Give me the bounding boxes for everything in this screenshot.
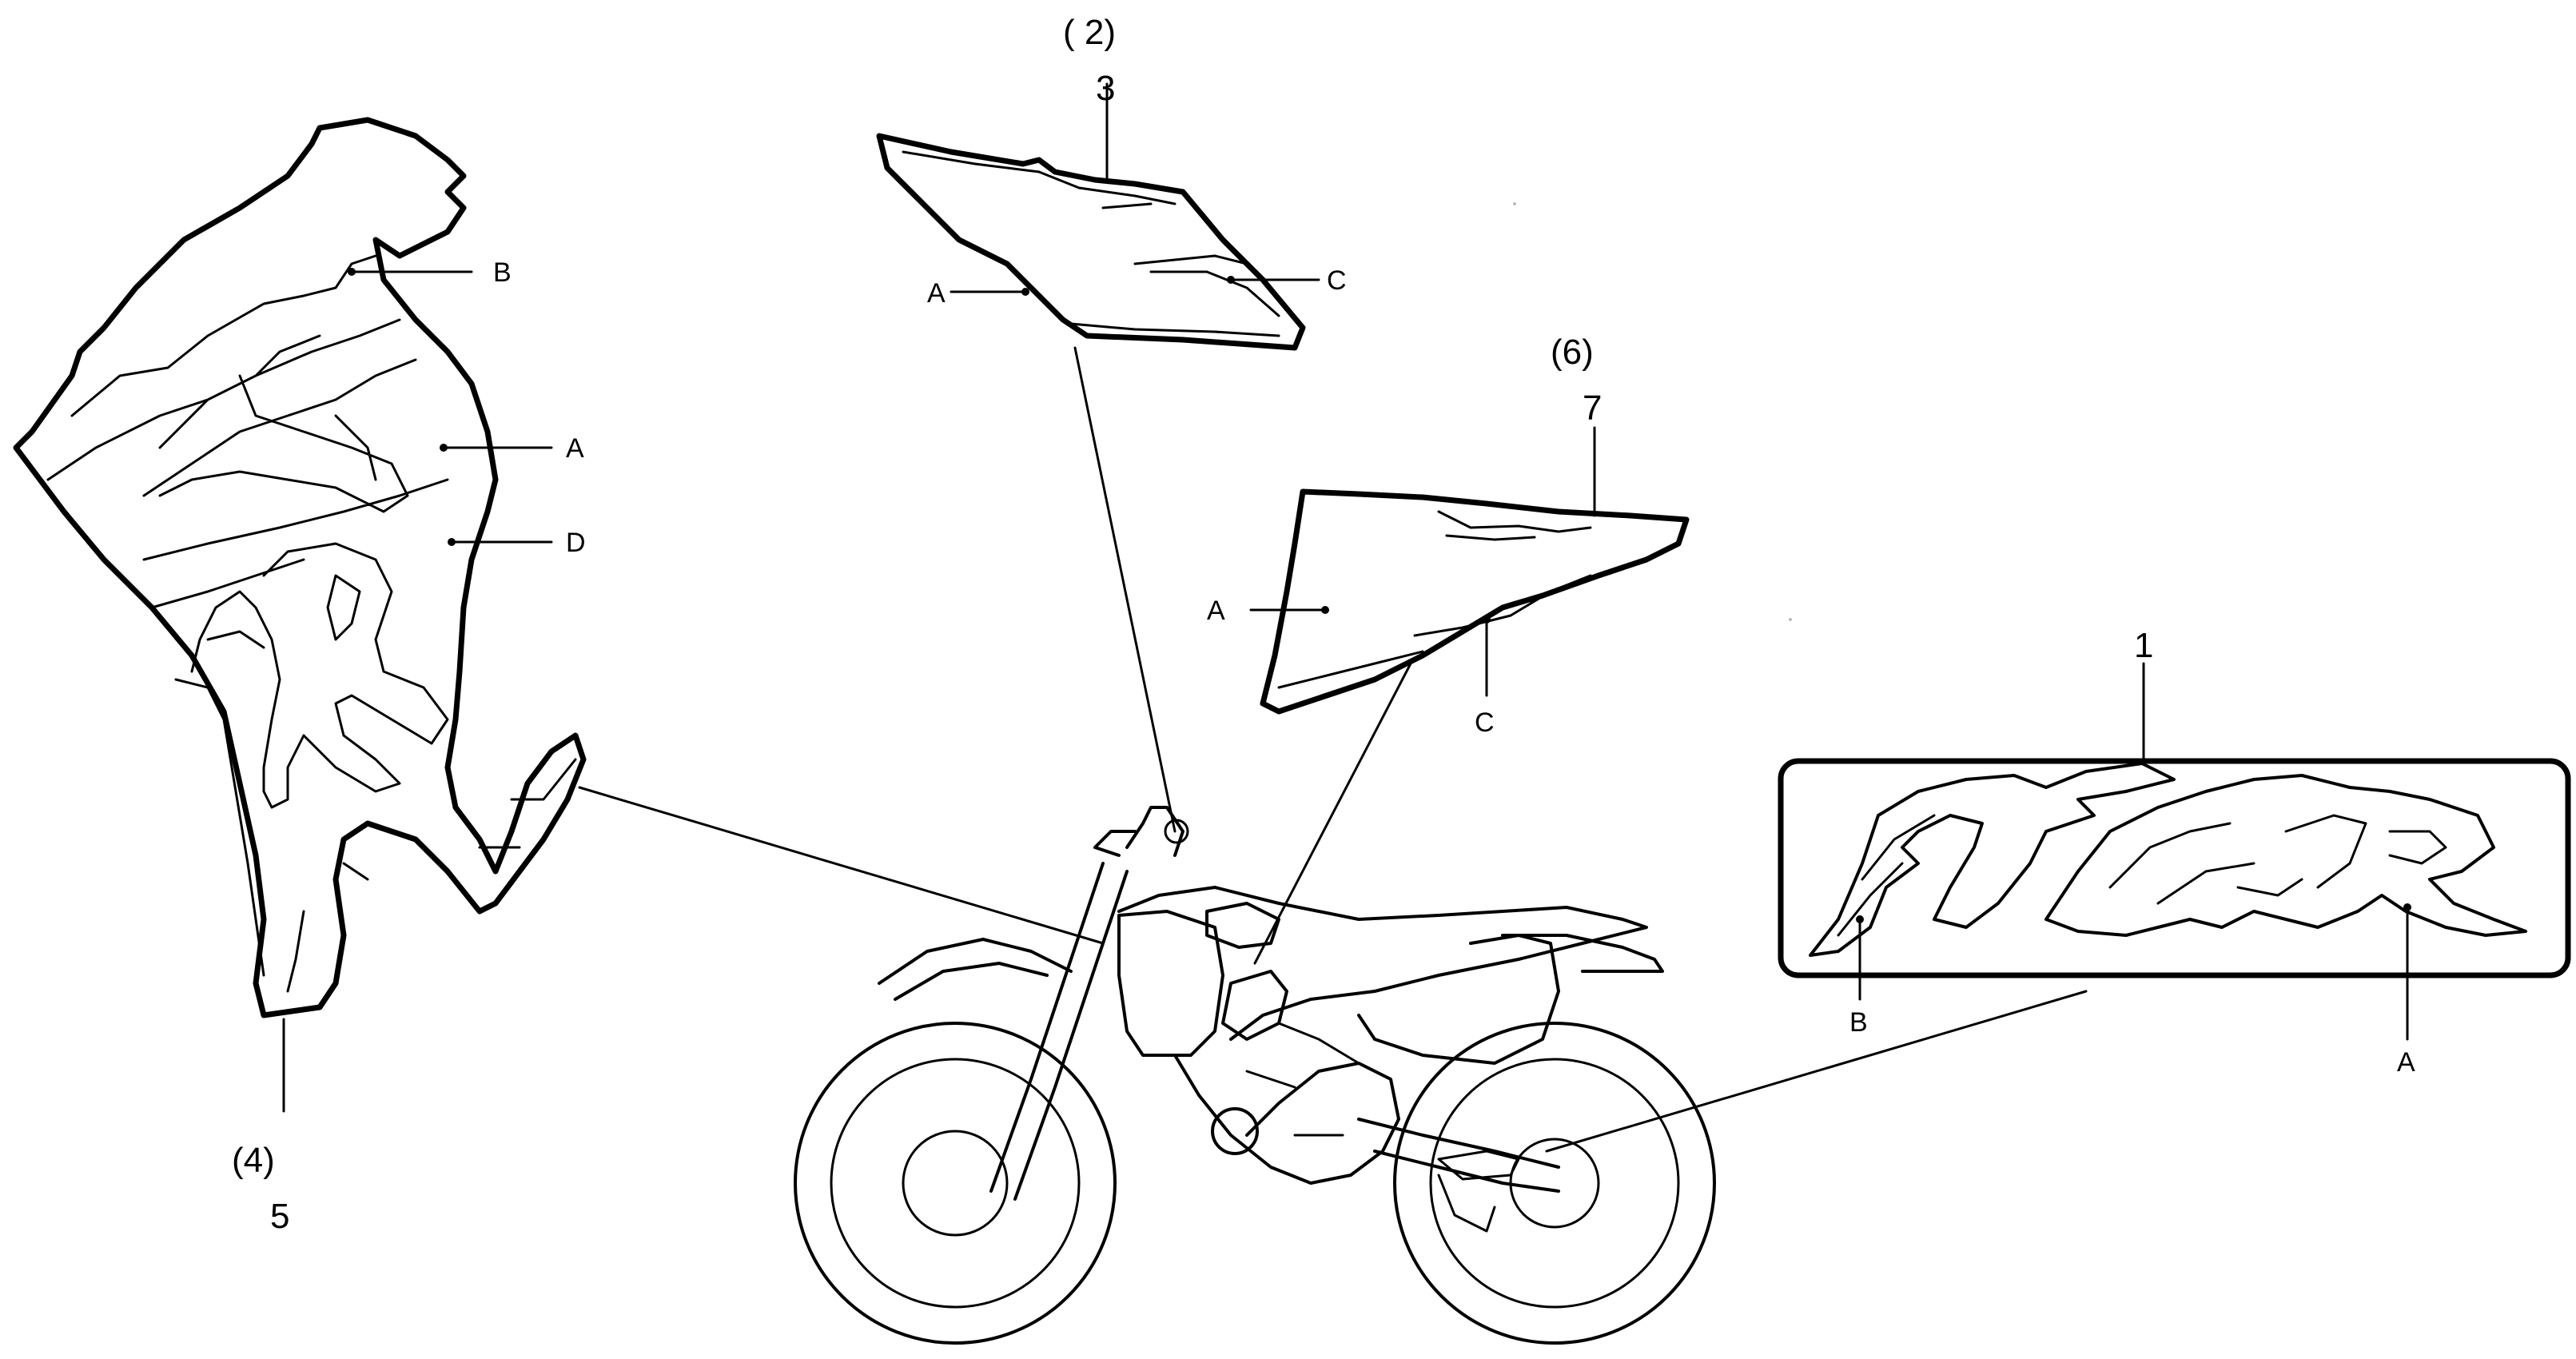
motorcycle-illustration (794, 806, 1716, 1345)
lower-tank-alt-number: (6) (1551, 333, 1594, 372)
scan-speck (1513, 202, 1516, 205)
upper-tank-stripe-a-label: A (927, 278, 946, 309)
upper-tank-ref-number: 3 (1096, 69, 1115, 108)
emblem-stripe-a-label: A (2397, 1047, 2415, 1078)
left-shroud-stripe-b-label: B (493, 257, 512, 288)
emblem-decal (1778, 662, 2571, 1041)
scan-speck (1789, 618, 1792, 621)
lower-tank-decal (1249, 426, 1690, 715)
left-shroud-stripe-a-label: A (566, 433, 584, 464)
left-shroud-decal (13, 117, 587, 1113)
upper-tank-decal (876, 82, 1320, 351)
lower-tank-stripe-c-label: C (1475, 707, 1495, 738)
left-shroud-stripe-d-label: D (566, 528, 586, 558)
emblem-ref-number: 1 (2134, 626, 2153, 665)
upper-tank-alt-number: ( 2) (1063, 13, 1116, 52)
lower-tank-ref-number: 7 (1583, 389, 1602, 428)
emblem-stripe-b-label: B (1849, 1007, 1868, 1038)
leader-lines (578, 346, 2088, 1153)
lower-tank-stripe-a-label: A (1207, 596, 1225, 626)
left-shroud-alt-number: (4) (232, 1141, 275, 1180)
left-shroud-ref-number: 5 (270, 1197, 289, 1236)
upper-tank-stripe-c-label: C (1327, 265, 1347, 296)
